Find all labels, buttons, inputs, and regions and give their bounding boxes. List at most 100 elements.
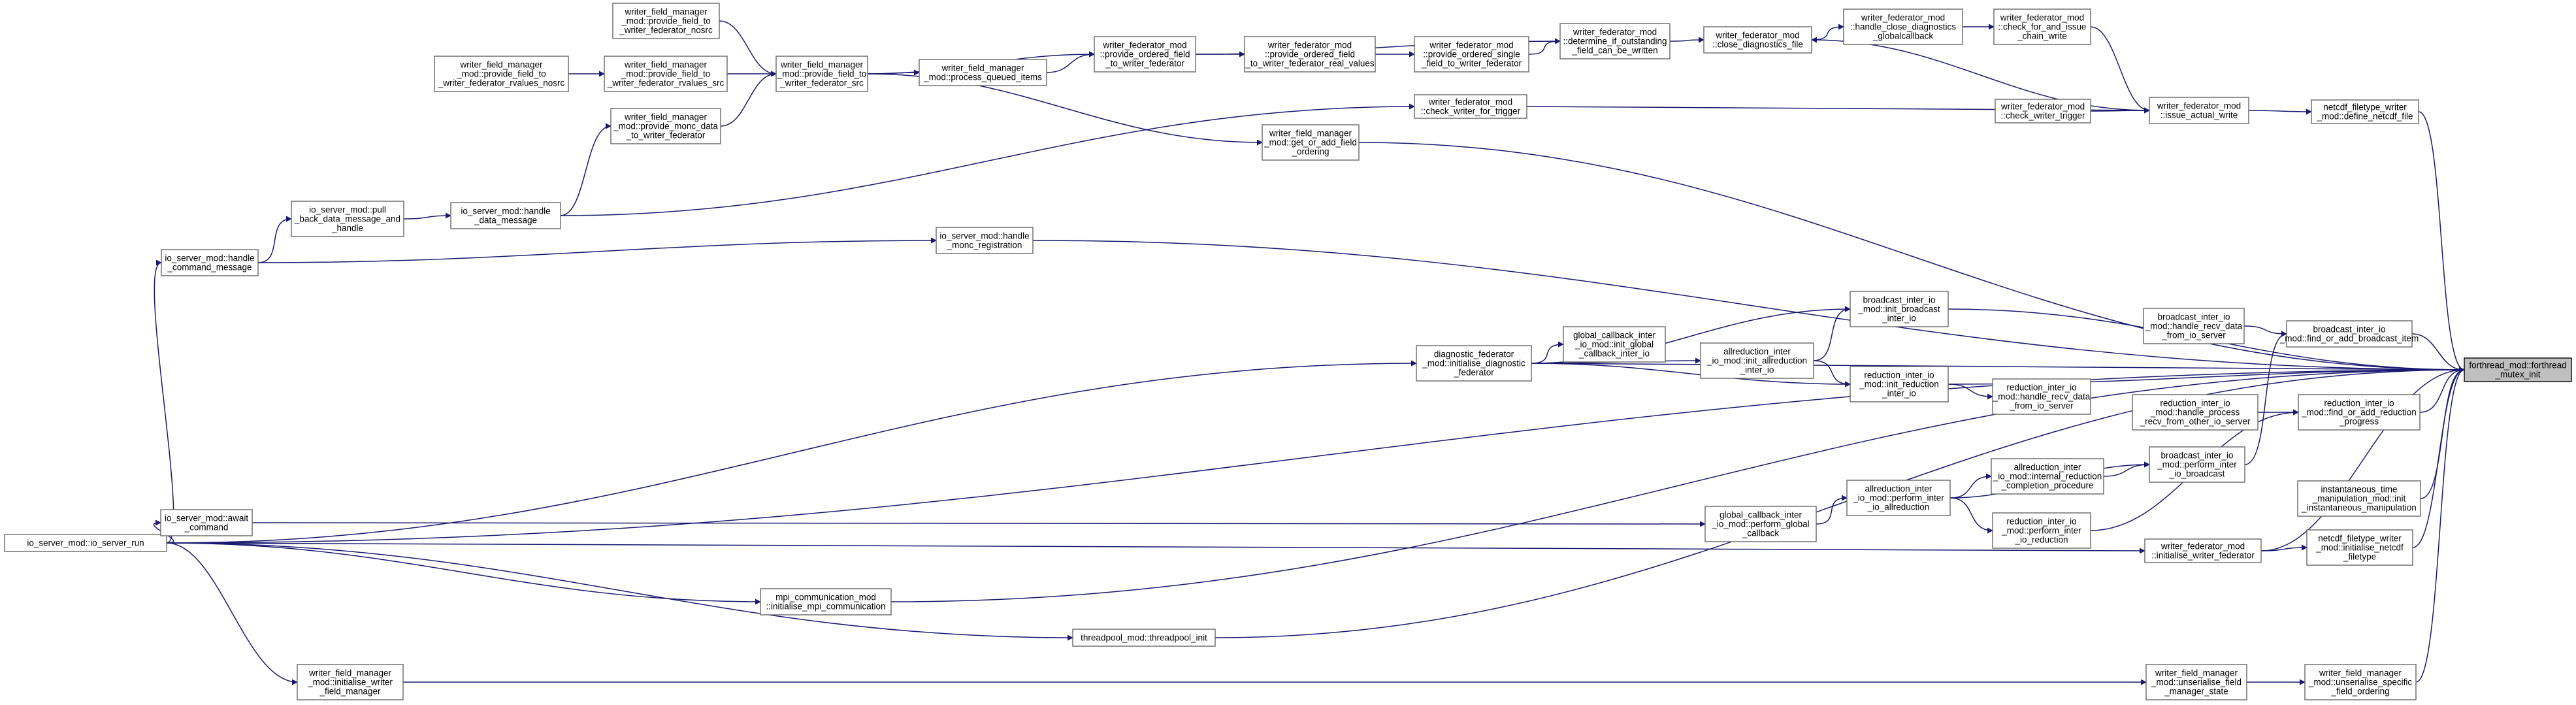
node-label: _mod::process_queued_items	[923, 73, 1042, 82]
node-init-broadcast-inter-io[interactable]: broadcast_inter_io_mod::init_broadcast_i…	[1850, 291, 1949, 327]
node-provide-ordered-field[interactable]: writer_federator_mod::provide_ordered_fi…	[1094, 36, 1196, 73]
node-perform-inter-io-allreduction[interactable]: allreduction_inter_io_mod::perform_inter…	[1846, 480, 1951, 516]
node-provide-monc-data[interactable]: writer_field_manager_mod::provide_monc_d…	[610, 108, 721, 144]
node-box	[2298, 394, 2421, 431]
node-check-writer-for-trigger[interactable]: writer_federator_mod::check_writer_for_t…	[1414, 94, 1527, 119]
node-handle-monc-registration[interactable]: io_server_mod::handle_monc_registration	[936, 227, 1034, 254]
node-label: _instantaneous_manipulation	[2301, 503, 2417, 513]
node-label: _inter_io	[1740, 365, 1774, 375]
node-handle-process-recv[interactable]: reduction_inter_io_mod::handle_process_r…	[2132, 394, 2258, 431]
node-label: _mod::provide_field_to	[777, 69, 867, 79]
node-box	[1991, 458, 2104, 495]
node-label: _completion_procedure	[2000, 481, 2093, 491]
node-box	[291, 201, 404, 237]
node-label: _writer_federator_src	[779, 78, 864, 88]
node-threadpool-init[interactable]: threadpool_mod::threadpool_init	[1072, 629, 1216, 647]
node-process-queued-items[interactable]: writer_field_manager_mod::process_queued…	[919, 59, 1047, 86]
node-handle-data-message[interactable]: io_server_mod::handle_data_message	[450, 202, 561, 229]
node-perform-inter-io-broadcast[interactable]: broadcast_inter_io_mod::perform_inter_io…	[2149, 446, 2245, 483]
node-box	[4, 534, 167, 552]
node-handle-recv-data-from-io-server-red[interactable]: reduction_inter_io_mod::handle_recv_data…	[1992, 378, 2091, 415]
node-internal-reduction-completion[interactable]: allreduction_inter_io_mod::internal_redu…	[1991, 458, 2104, 495]
node-determine-outstanding[interactable]: writer_federator_mod::determine_if_outst…	[1559, 23, 1671, 59]
node-await-command[interactable]: io_server_mod::await_command	[160, 509, 253, 536]
node-label: ::check_for_and_issue	[1998, 22, 2086, 32]
node-label: _callback	[1742, 529, 1780, 538]
node-provide-ordered-field-real[interactable]: writer_federator_mod::provide_ordered_fi…	[1244, 36, 1376, 73]
node-find-or-add-broadcast-item[interactable]: broadcast_inter_io_mod::find_or_add_broa…	[2279, 320, 2419, 348]
node-label: _mod::perform_inter	[2157, 460, 2237, 470]
call-edge	[719, 20, 777, 77]
node-label: _recv_from_other_io_server	[2140, 417, 2251, 427]
node-label: _writer_federator_rvalues_src	[607, 78, 725, 88]
node-label: _mod::find_or_add_reduction	[2301, 408, 2417, 418]
node-label: _mod::initialise_netcdf	[2315, 543, 2404, 553]
node-label: writer_field_manager	[624, 60, 708, 70]
node-init-allreduction[interactable]: allreduction_inter_io_mod::init_allreduc…	[1700, 342, 1814, 379]
node-check-for-and-issue[interactable]: writer_federator_mod::check_for_and_issu…	[1993, 8, 2091, 45]
node-label: _field_to_writer_federator	[1421, 59, 1522, 69]
node-label: allreduction_inter	[1865, 484, 1932, 494]
node-diagnostic-federator-init[interactable]: diagnostic_federator_mod::initialise_dia…	[1416, 345, 1532, 382]
node-box	[760, 588, 892, 615]
node-box	[1843, 8, 1963, 45]
node-label: _command	[184, 523, 229, 533]
node-issue-actual-write[interactable]: writer_federator_mod::issue_actual_write	[2149, 97, 2249, 124]
node-label: writer_federator_mod	[1267, 41, 1352, 50]
node-label: ::determine_if_outstanding	[1563, 37, 1667, 46]
node-label: _writer_federator_rvalues_nosrc	[438, 78, 565, 88]
node-box	[2286, 320, 2413, 348]
call-edge	[1669, 37, 1704, 43]
node-provide-ordered-single[interactable]: writer_federator_mod::provide_ordered_si…	[1414, 36, 1529, 73]
node-box	[2145, 664, 2247, 700]
node-perform-global-callback[interactable]: global_callback_inter_io_mod::perform_gl…	[1704, 506, 1817, 542]
node-perform-inter-io-reduction[interactable]: reduction_inter_io_mod::perform_inter_io…	[1992, 512, 2091, 549]
node-label: _inter_io	[1882, 389, 1916, 399]
node-io-server-run[interactable]: io_server_mod::io_server_run	[4, 534, 167, 552]
call-edge	[166, 367, 2465, 544]
node-pf-src[interactable]: writer_field_manager_mod::provide_field_…	[775, 56, 868, 92]
node-find-or-add-reduction-progress[interactable]: reduction_inter_io_mod::find_or_add_redu…	[2298, 394, 2421, 431]
node-pf-rvalues-nosrc[interactable]: writer_field_manager_mod::provide_field_…	[434, 56, 569, 92]
node-box	[1559, 23, 1671, 59]
node-label: _filetype	[2343, 552, 2376, 562]
node-check-writer-trigger[interactable]: writer_federator_mod::check_writer_trigg…	[1995, 99, 2091, 123]
node-label: reduction_inter_io	[2160, 399, 2230, 408]
node-label: _io_reduction	[2014, 535, 2068, 545]
function-nodes: io_server_mod::io_server_runio_server_mo…	[4, 3, 2572, 700]
node-handle-recv-data-from-io-server[interactable]: broadcast_inter_io_mod::handle_recv_data…	[2143, 308, 2245, 344]
node-handle-close-diagnostics[interactable]: writer_federator_mod::handle_close_diagn…	[1843, 8, 1963, 45]
node-label: netcdf_filetype_writer	[2318, 534, 2402, 544]
node-init-reduction[interactable]: reduction_inter_io_mod::init_reduction_i…	[1850, 366, 1949, 402]
node-box	[612, 3, 720, 39]
call-edge	[257, 216, 292, 263]
node-handle-command-message[interactable]: io_server_mod::handle_command_message	[161, 249, 259, 276]
node-label: writer_field_manager	[624, 7, 708, 17]
node-close-diagnostics-file[interactable]: writer_federator_mod::close_diagnostics_…	[1703, 26, 1812, 54]
node-pull-back-data[interactable]: io_server_mod::pull_back_data_message_an…	[291, 201, 404, 237]
node-forthread-mutex-init[interactable]: forthread_mod::forthread_mutex_init	[2464, 357, 2572, 382]
node-init-global-callback[interactable]: global_callback_inter_io_mod::init_globa…	[1563, 326, 1666, 363]
node-initialise-netcdf-filetype[interactable]: netcdf_filetype_writer_mod::initialise_n…	[2306, 529, 2413, 566]
node-pf-nosrc[interactable]: writer_field_manager_mod::provide_field_…	[612, 3, 720, 39]
call-edge	[2243, 325, 2287, 337]
node-unserialise-field-manager-state[interactable]: writer_field_manager_mod::unserialise_fi…	[2145, 664, 2247, 700]
node-label: writer_field_manager	[459, 60, 543, 70]
call-edge	[252, 521, 1706, 527]
node-unserialise-specific-field-ordering[interactable]: writer_field_manager_mod::unserialise_sp…	[2304, 664, 2417, 700]
node-label: global_callback_inter	[1720, 510, 1802, 520]
node-label: _inter_io	[1882, 314, 1916, 323]
node-pf-rvalues-src[interactable]: writer_field_manager_mod::provide_field_…	[604, 56, 728, 92]
node-initialise-writer-federator[interactable]: writer_federator_mod::initialise_writer_…	[2144, 538, 2262, 563]
node-get-or-add-field-ordering[interactable]: writer_field_manager_mod::get_or_add_fie…	[1262, 124, 1360, 161]
node-box	[1414, 94, 1527, 119]
node-define-netcdf-file[interactable]: netcdf_filetype_writer_mod::define_netcd…	[2311, 99, 2419, 124]
node-box	[775, 56, 868, 92]
node-box	[1244, 36, 1376, 73]
node-label: reduction_inter_io	[2006, 517, 2076, 527]
node-initialise-mpi-communication[interactable]: mpi_communication_mod::initialise_mpi_co…	[760, 588, 892, 615]
node-label: _mod::get_or_add_field	[1264, 138, 1357, 148]
node-instantaneous-time[interactable]: instantaneous_time_manipulation_mod::ini…	[2297, 480, 2421, 517]
node-label: writer_federator_mod	[2160, 542, 2245, 551]
node-initialise-writer-field-manager[interactable]: writer_field_manager_mod::initialise_wri…	[297, 664, 404, 700]
